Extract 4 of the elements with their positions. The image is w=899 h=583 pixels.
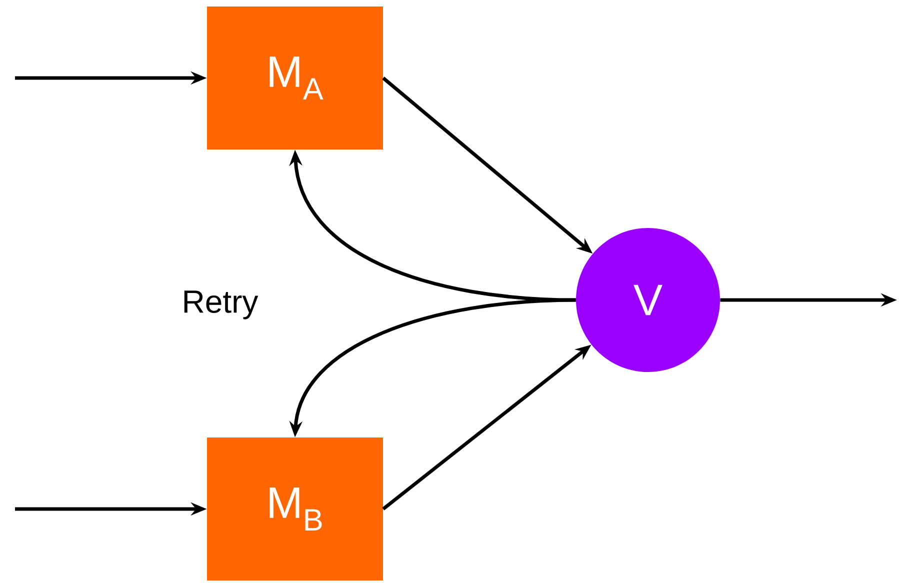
process-box: M$_{A}$	[207, 6, 383, 150]
circle-node: V	[576, 228, 720, 372]
process-box: M$_{B}$	[207, 438, 383, 580]
retry-label: Retry	[184, 290, 258, 320]
